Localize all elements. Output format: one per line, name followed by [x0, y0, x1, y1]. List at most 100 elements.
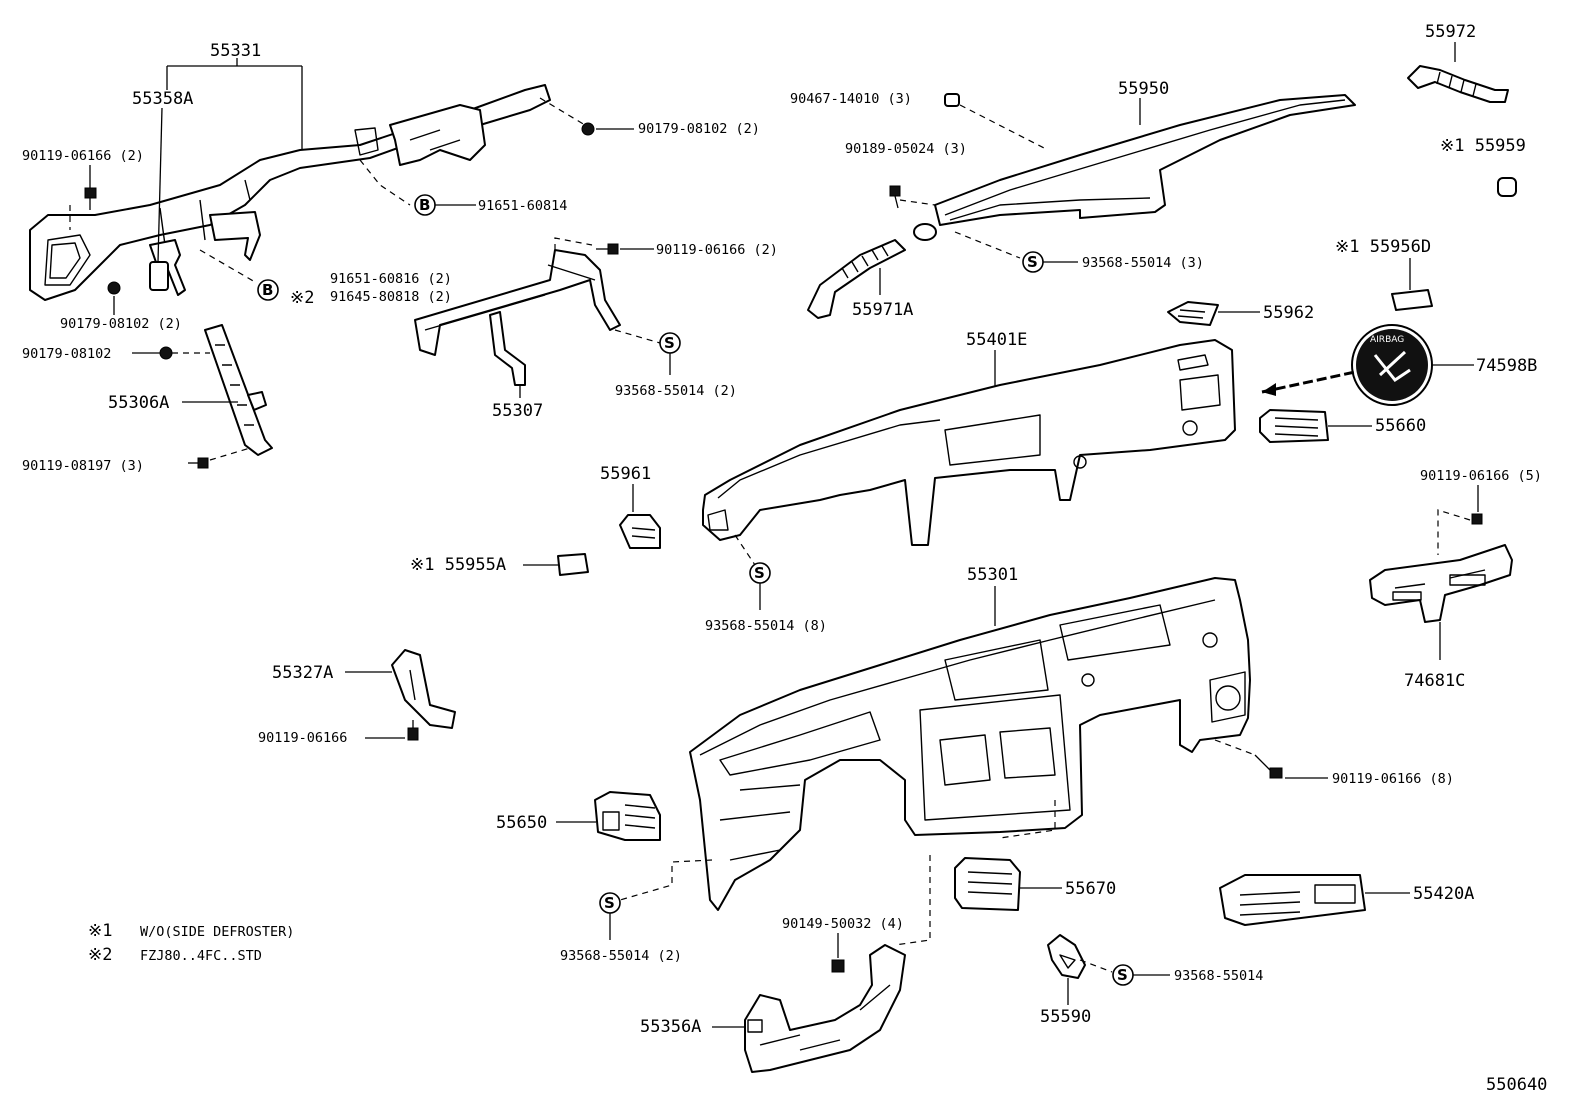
svg-text:S: S	[664, 334, 675, 352]
label-90119-06166-5: 90119-06166 (5)	[1420, 468, 1542, 484]
diagram-id: 550640	[1486, 1075, 1547, 1095]
label-90149-50032: 90149-50032 (4)	[782, 916, 904, 932]
label-74681c: 74681C	[1404, 671, 1465, 691]
callout-b-1: B	[414, 194, 436, 216]
label-93568-55014: 93568-55014	[1174, 968, 1263, 984]
svg-text:S: S	[1027, 253, 1038, 271]
label-93568-55014-2b: 93568-55014 (2)	[560, 948, 682, 964]
vent-55420a[interactable]	[1219, 874, 1366, 926]
label-55971a: 55971A	[852, 300, 913, 320]
svg-text:AIRBAG: AIRBAG	[1370, 335, 1404, 345]
clip-icon[interactable]	[944, 93, 960, 107]
label-90119-06166-2a: 90119-06166 (2)	[22, 148, 144, 164]
label-55956d: ※1 55956D	[1335, 237, 1431, 257]
label-91651-60816: 91651-60816 (2)	[330, 271, 452, 287]
bolt-icon[interactable]	[596, 243, 619, 255]
label-74598b: 74598B	[1476, 356, 1537, 376]
duct-55971a[interactable]	[807, 239, 906, 319]
bolt-icon[interactable]	[188, 457, 209, 469]
label-55401e: 55401E	[966, 330, 1027, 350]
note-1-text: W/O(SIDE DEFROSTER)	[140, 924, 294, 940]
callout-b-2: B	[257, 279, 279, 301]
cap-55959[interactable]	[1497, 177, 1517, 197]
label-90189-05024: 90189-05024 (3)	[845, 141, 967, 157]
cover-55955a[interactable]	[557, 553, 589, 576]
label-55358a: 55358A	[132, 89, 193, 109]
label-90119-08197: 90119-08197 (3)	[22, 458, 144, 474]
label-90119-06166-2b: 90119-06166 (2)	[656, 242, 778, 258]
svg-text:S: S	[604, 894, 615, 912]
label-55301: 55301	[967, 565, 1018, 585]
vent-55650[interactable]	[594, 791, 661, 841]
defroster-nozzle-55950[interactable]	[913, 94, 1356, 241]
vent-55670[interactable]	[954, 857, 1021, 911]
nut-icon[interactable]	[159, 346, 173, 360]
note-2-text: FZJ80..4FC..STD	[140, 948, 262, 964]
svg-text:B: B	[262, 281, 273, 299]
label-55420a: 55420A	[1413, 884, 1474, 904]
safety-pad-55401e[interactable]	[702, 339, 1236, 546]
callout-s-4: S	[599, 892, 621, 914]
callout-s-1: S	[659, 332, 681, 354]
bracket-74681c[interactable]	[1369, 544, 1513, 623]
svg-text:S: S	[1117, 966, 1128, 984]
label-93568-55014-2a: 93568-55014 (2)	[615, 383, 737, 399]
label-55306a: 55306A	[108, 393, 169, 413]
bracket-55306a[interactable]	[204, 324, 273, 456]
callout-s-5: S	[1112, 964, 1134, 986]
bolt-icon[interactable]	[1471, 513, 1483, 525]
label-90179-08102-2b: 90179-08102 (2)	[60, 316, 182, 332]
label-91651-60814: 91651-60814	[478, 198, 567, 214]
instrument-panel-55301[interactable]	[689, 577, 1251, 911]
nut-icon[interactable]	[107, 281, 121, 295]
cover-55356a[interactable]	[744, 944, 906, 1073]
bolt-icon[interactable]	[407, 720, 419, 741]
label-55959: ※1 55959	[1440, 136, 1526, 156]
label-90179-08102: 90179-08102	[22, 346, 111, 362]
nut-icon[interactable]	[581, 122, 595, 136]
callout-s-3: S	[749, 562, 771, 584]
label-55950: 55950	[1118, 79, 1169, 99]
bolt-icon[interactable]	[1254, 754, 1283, 779]
bracket-55327a[interactable]	[391, 649, 456, 729]
label-90119-06166-8: 90119-06166 (8)	[1332, 771, 1454, 787]
bolt-icon[interactable]	[831, 959, 845, 973]
label-90179-08102-2a: 90179-08102 (2)	[638, 121, 760, 137]
cover-55956d[interactable]	[1391, 289, 1433, 311]
cover-55590[interactable]	[1047, 934, 1086, 979]
duct-55972[interactable]	[1407, 65, 1509, 103]
label-93568-55014-3: 93568-55014 (3)	[1082, 255, 1204, 271]
callout-s-2: S	[1022, 251, 1044, 273]
label-55670: 55670	[1065, 879, 1116, 899]
grille-55962[interactable]	[1167, 301, 1219, 326]
label-90119-06166: 90119-06166	[258, 730, 347, 746]
label-mark2: ※2	[290, 288, 314, 308]
screw-icon[interactable]	[889, 185, 901, 209]
label-55961: 55961	[600, 464, 651, 484]
svg-text:S: S	[754, 564, 765, 582]
label-55650: 55650	[496, 813, 547, 833]
label-90467-14010: 90467-14010 (3)	[790, 91, 912, 107]
label-93568-55014-8: 93568-55014 (8)	[705, 618, 827, 634]
label-55972: 55972	[1425, 22, 1476, 42]
footnotes: ※1 W/O(SIDE DEFROSTER) ※2 FZJ80..4FC..ST…	[88, 921, 294, 965]
brace-55307[interactable]	[414, 249, 621, 386]
label-55590: 55590	[1040, 1007, 1091, 1027]
svg-text:B: B	[419, 196, 430, 214]
label-91645-80818: 91645-80818 (2)	[330, 289, 452, 305]
note-2-mark: ※2	[88, 945, 112, 965]
vent-55961[interactable]	[619, 514, 661, 549]
label-55660: 55660	[1375, 416, 1426, 436]
label-55307: 55307	[492, 401, 543, 421]
reinforcement-55331[interactable]	[29, 84, 551, 301]
note-1-mark: ※1	[88, 921, 112, 941]
bolt-icon[interactable]	[84, 187, 97, 210]
label-55962: 55962	[1263, 303, 1314, 323]
label-55327a: 55327A	[272, 663, 333, 683]
label-55356a: 55356A	[640, 1017, 701, 1037]
vent-55660[interactable]	[1259, 409, 1329, 443]
airbag-label-74598b[interactable]: AIRBAG	[1351, 324, 1433, 406]
label-55955a: ※1 55955A	[410, 555, 506, 575]
label-55331: 55331	[210, 41, 261, 61]
